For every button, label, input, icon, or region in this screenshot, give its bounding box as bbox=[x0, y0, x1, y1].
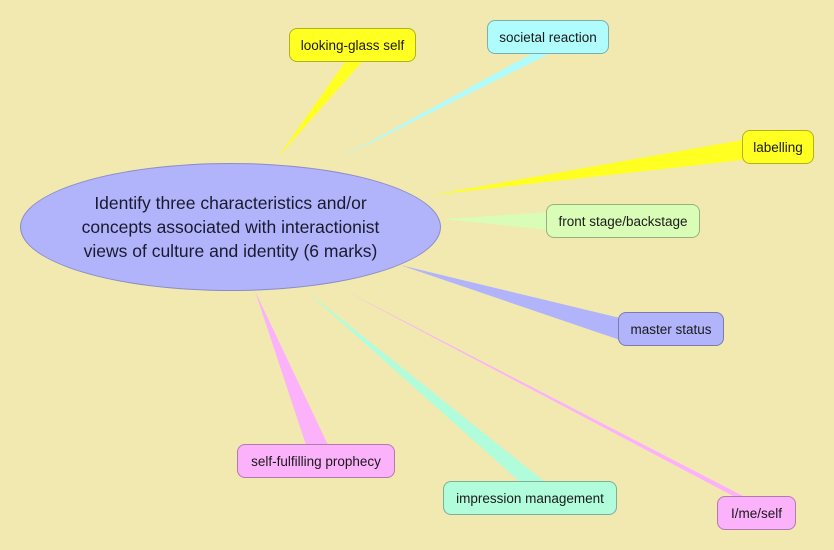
node-label: front stage/backstage bbox=[558, 213, 688, 229]
node-labelling[interactable]: labelling bbox=[742, 130, 814, 164]
node-label: labelling bbox=[753, 139, 803, 155]
node-looking-glass-self[interactable]: looking-glass self bbox=[289, 28, 416, 62]
node-societal-reaction[interactable]: societal reaction bbox=[487, 20, 609, 54]
node-master-status[interactable]: master status bbox=[618, 312, 724, 346]
link-front-stage-backstage bbox=[445, 212, 548, 230]
link-impression-management bbox=[305, 290, 545, 482]
node-label: I/me/self bbox=[730, 505, 782, 521]
node-i-me-self[interactable]: I/me/self bbox=[717, 496, 796, 530]
node-self-fulfilling-prophecy[interactable]: self-fulfilling prophecy bbox=[237, 444, 395, 478]
node-impression-management[interactable]: impression management bbox=[443, 481, 617, 515]
node-label: self-fulfilling prophecy bbox=[251, 453, 381, 469]
node-label: master status bbox=[630, 321, 712, 337]
link-looking-glass-self bbox=[278, 62, 362, 157]
node-label: looking-glass self bbox=[300, 37, 405, 53]
node-label: impression management bbox=[456, 490, 604, 506]
link-labelling bbox=[432, 140, 742, 195]
node-label: societal reaction bbox=[499, 29, 597, 45]
link-self-fulfilling-prophecy bbox=[255, 291, 328, 445]
central-topic-text: Identify three characteristics and/or co… bbox=[81, 193, 380, 261]
link-master-status bbox=[400, 265, 620, 340]
node-front-stage-backstage[interactable]: front stage/backstage bbox=[546, 204, 700, 238]
link-i-me-self bbox=[340, 288, 745, 497]
central-topic[interactable]: Identify three characteristics and/or co… bbox=[20, 163, 441, 291]
link-societal-reaction bbox=[340, 52, 553, 158]
